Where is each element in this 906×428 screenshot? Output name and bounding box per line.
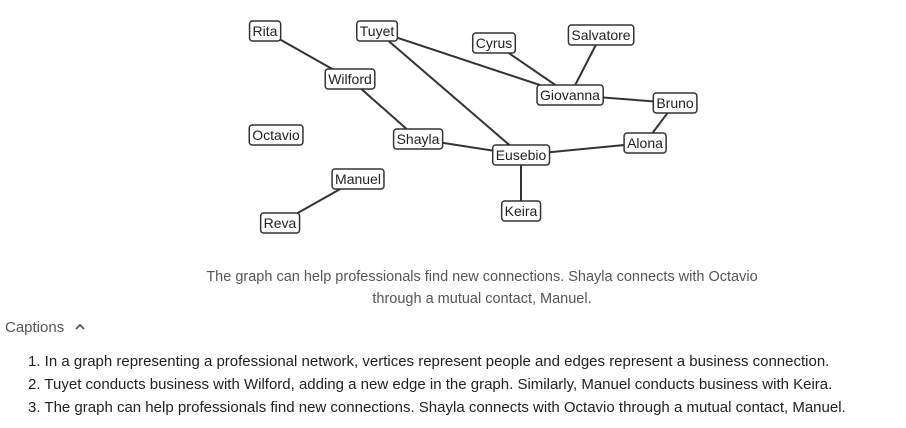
node-label: Bruno [656,95,694,111]
node-label: Rita [253,23,278,39]
node-reva: Reva [259,212,301,234]
figure-caption: The graph can help professionals find ne… [206,269,758,307]
node-label: Cyrus [476,35,513,51]
node-eusebio: Eusebio [491,144,551,166]
node-box [259,212,301,234]
node-label: Wilford [328,71,372,87]
node-bruno: Bruno [652,92,698,114]
node-manuel: Manuel [331,168,385,190]
node-cyrus: Cyrus [471,32,517,54]
node-salvatore: Salvatore [567,24,635,46]
captions-list: 1. In a graph representing a professiona… [28,350,846,419]
edge-tuyet-giovanna [376,30,571,96]
node-box [356,20,399,42]
node-label: Shayla [397,131,440,147]
node-shayla: Shayla [392,128,444,150]
node-keira: Keira [500,200,542,222]
node-box [567,24,635,46]
node-label: Manuel [335,171,381,187]
node-label: Octavio [252,127,300,143]
node-wilford: Wilford [324,68,376,90]
captions-header-label: Captions [5,318,65,336]
node-tuyet: Tuyet [356,20,399,42]
node-box [500,200,542,222]
node-box [652,92,698,114]
node-box [471,32,517,54]
node-alona: Alona [623,132,667,154]
node-giovanna: Giovanna [536,84,604,106]
node-label: Eusebio [496,147,547,163]
node-box [324,68,376,90]
node-box [536,84,604,106]
node-label: Tuyet [360,23,395,39]
caption-item: 1. In a graph representing a professiona… [28,353,830,370]
node-box [248,124,304,146]
caption-item: 3. The graph can help professionals find… [28,399,846,416]
node-rita: Rita [248,20,282,42]
node-label: Reva [264,215,297,231]
caption-item: 2. Tuyet conducts business with Wilford,… [28,376,833,393]
node-box [623,132,667,154]
node-label: Keira [505,203,538,219]
node-box [392,128,444,150]
node-box [331,168,385,190]
node-octavio: Octavio [248,124,304,146]
chevron-up-icon [75,323,85,330]
node-label: Salvatore [571,27,630,43]
node-box [491,144,551,166]
node-box [248,20,282,42]
captions-toggle[interactable]: Captions [5,316,86,338]
edge-tuyet-eusebio [376,30,522,156]
node-label: Giovanna [540,87,600,103]
node-label: Alona [627,135,663,151]
